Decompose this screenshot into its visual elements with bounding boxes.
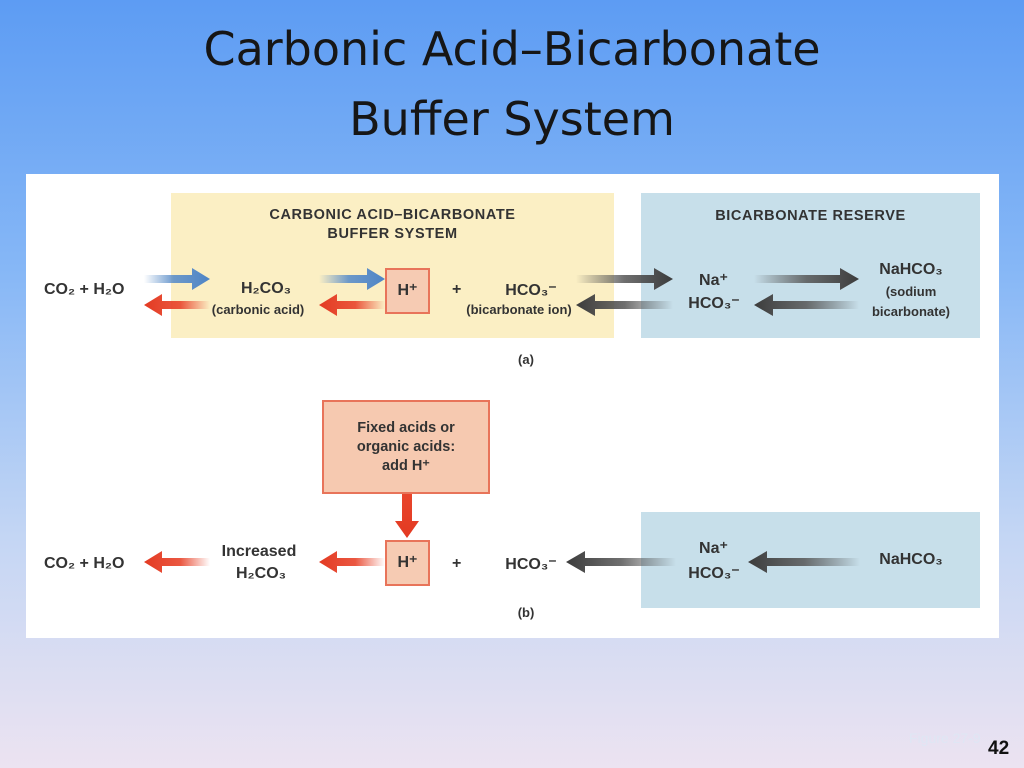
buffer-header-line2: BUFFER SYSTEM xyxy=(327,226,458,242)
reverse-arrow-h-ion xyxy=(319,551,385,573)
bicarbonate-ion-label: (bicarbonate ion) xyxy=(466,302,572,317)
plus-a: + xyxy=(452,281,462,298)
co2-h2o-a: CO₂ + H₂O xyxy=(44,281,125,298)
hco3-b: HCO₃⁻ xyxy=(505,556,557,573)
slide-number: 42 xyxy=(988,738,1010,759)
increased-label: Increased xyxy=(221,543,297,560)
slide-title: Carbonic Acid–Bicarbonate Buffer System xyxy=(0,14,1024,154)
fixed-acids-box: Fixed acids or organic acids: add H⁺ xyxy=(322,400,490,494)
sodium-label: (sodium xyxy=(885,284,937,299)
forward-arrow-co2 xyxy=(144,268,210,290)
fixed-acids-line1: Fixed acids or xyxy=(357,419,455,436)
hco3-reserve-b: HCO₃⁻ xyxy=(688,565,740,582)
reserve-reverse-arrow-a xyxy=(576,294,673,316)
reverse-arrow-co2 xyxy=(144,294,210,316)
bicarbonate-reserve-box-a xyxy=(641,193,980,338)
reserve-forward-arrow-a xyxy=(576,268,673,290)
h-ion-box-a: H⁺ xyxy=(385,268,430,314)
bicarbonate-label: bicarbonate) xyxy=(871,304,950,319)
co2-h2o-b: CO₂ + H₂O xyxy=(44,555,125,572)
nahco3-release-arrow xyxy=(748,551,860,573)
reverse-arrow-increased xyxy=(144,551,210,573)
forward-arrow-h2co3 xyxy=(319,268,385,290)
fixed-acids-line3: add H⁺ xyxy=(382,457,430,474)
diagram-b-label: (b) xyxy=(517,605,535,620)
h2co3-b: H₂CO₃ xyxy=(235,565,287,582)
fixed-acids-line2: organic acids: xyxy=(356,438,456,455)
nahco3-b: NaHCO₃ xyxy=(879,551,943,568)
plus-b: + xyxy=(452,555,462,572)
nahco3-forward-arrow xyxy=(754,268,859,290)
na-ion-a: Na⁺ xyxy=(699,272,728,289)
nahco3-a: NaHCO₃ xyxy=(879,261,943,278)
hco3-a: HCO₃⁻ xyxy=(505,282,557,299)
carbonic-acid-label: (carbonic acid) xyxy=(211,302,305,317)
figure-reference: Figure 27-9 xyxy=(909,730,981,746)
na-ion-b: Na⁺ xyxy=(699,540,728,557)
reverse-arrow-h2co3 xyxy=(319,294,385,316)
buffer-system-header: CARBONIC ACID–BICARBONATE BUFFER SYSTEM xyxy=(171,206,614,244)
hco3-reserve-a: HCO₃⁻ xyxy=(688,295,740,312)
h-ion-box-b: H⁺ xyxy=(385,540,430,586)
h2co3-a: H₂CO₃ xyxy=(240,280,292,297)
slide-title-line2: Buffer System xyxy=(349,92,675,146)
buffer-header-line1: CARBONIC ACID–BICARBONATE xyxy=(269,207,516,223)
diagram-a-label: (a) xyxy=(518,352,534,367)
add-h-down-arrow xyxy=(395,494,419,538)
reserve-release-arrow xyxy=(566,551,676,573)
diagram-panel: CARBONIC ACID–BICARBONATE BUFFER SYSTEM … xyxy=(26,174,999,638)
nahco3-reverse-arrow xyxy=(754,294,859,316)
slide-title-line1: Carbonic Acid–Bicarbonate xyxy=(203,22,821,76)
reserve-header: BICARBONATE RESERVE xyxy=(715,208,906,224)
